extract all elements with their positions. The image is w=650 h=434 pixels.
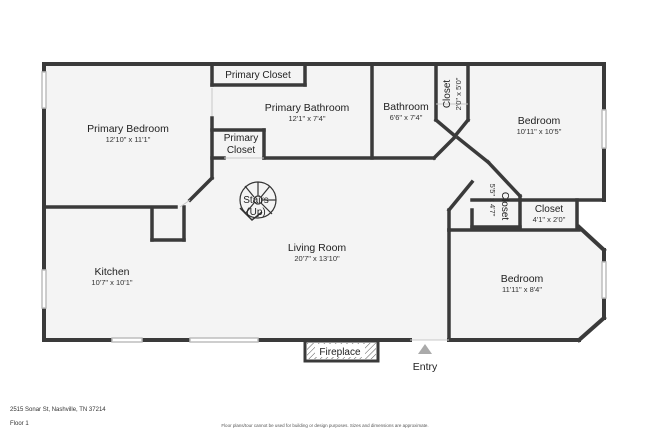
fireplace <box>303 339 380 363</box>
closet-diag-name: Closet <box>499 192 510 221</box>
interior-walls <box>42 62 606 342</box>
door-openings <box>179 88 468 341</box>
bedroom-top-name: Bedroom <box>518 115 561 127</box>
primary-bedroom-dim: 12'10" x 11'1" <box>106 135 151 144</box>
floor-label: Floor 1 <box>10 421 29 427</box>
closet-vertical-dim: 2'0" x 5'0" <box>454 77 463 110</box>
floor-area <box>44 64 604 340</box>
primary-closet-small-line1: Primary <box>224 133 258 144</box>
bedroom-top-dim: 10'11" x 10'5" <box>517 127 562 136</box>
disclaimer-text: Floor plans/tour cannot be used for buil… <box>221 423 429 428</box>
bedroom-bottom-dim: 11'11" x 8'4" <box>502 285 542 294</box>
entry-arrow-icon <box>418 344 432 354</box>
spiral-stairs-icon <box>239 181 277 222</box>
primary-bathroom-name: Primary Bathroom <box>265 102 350 114</box>
property-address: 2515 Sonar St, Nashville, TN 37214 <box>10 407 106 413</box>
primary-bedroom-name: Primary Bedroom <box>87 123 169 135</box>
closet-diag-dim: 5'5" x 4'7" <box>488 184 497 217</box>
room-labels: Primary Bedroom 12'10" x 11'1" Primary C… <box>87 70 566 373</box>
stairs-line2: (Up) <box>246 207 265 218</box>
primary-closet-top-name: Primary Closet <box>225 70 291 81</box>
windows <box>41 71 607 343</box>
bedroom-bottom-name: Bedroom <box>501 273 544 285</box>
closet-small-name: Closet <box>535 204 564 215</box>
living-room-name: Living Room <box>288 242 347 254</box>
primary-bathroom-dim: 12'1" x 7'4" <box>289 114 326 123</box>
fireplace-label: Fireplace <box>319 347 361 358</box>
bathroom-name: Bathroom <box>383 101 429 113</box>
closet-small-dim: 4'1" x 2'0" <box>533 215 566 224</box>
entry-label: Entry <box>413 361 438 373</box>
closet-vertical-name: Closet <box>442 80 453 109</box>
stairs-line1: Stairs <box>243 195 269 206</box>
bathroom-dim: 6'6" x 7'4" <box>390 113 423 122</box>
kitchen-dim: 10'7" x 10'1" <box>91 278 132 287</box>
kitchen-name: Kitchen <box>94 266 129 278</box>
primary-closet-small-line2: Closet <box>227 145 256 156</box>
living-room-dim: 20'7" x 13'10" <box>294 254 340 263</box>
